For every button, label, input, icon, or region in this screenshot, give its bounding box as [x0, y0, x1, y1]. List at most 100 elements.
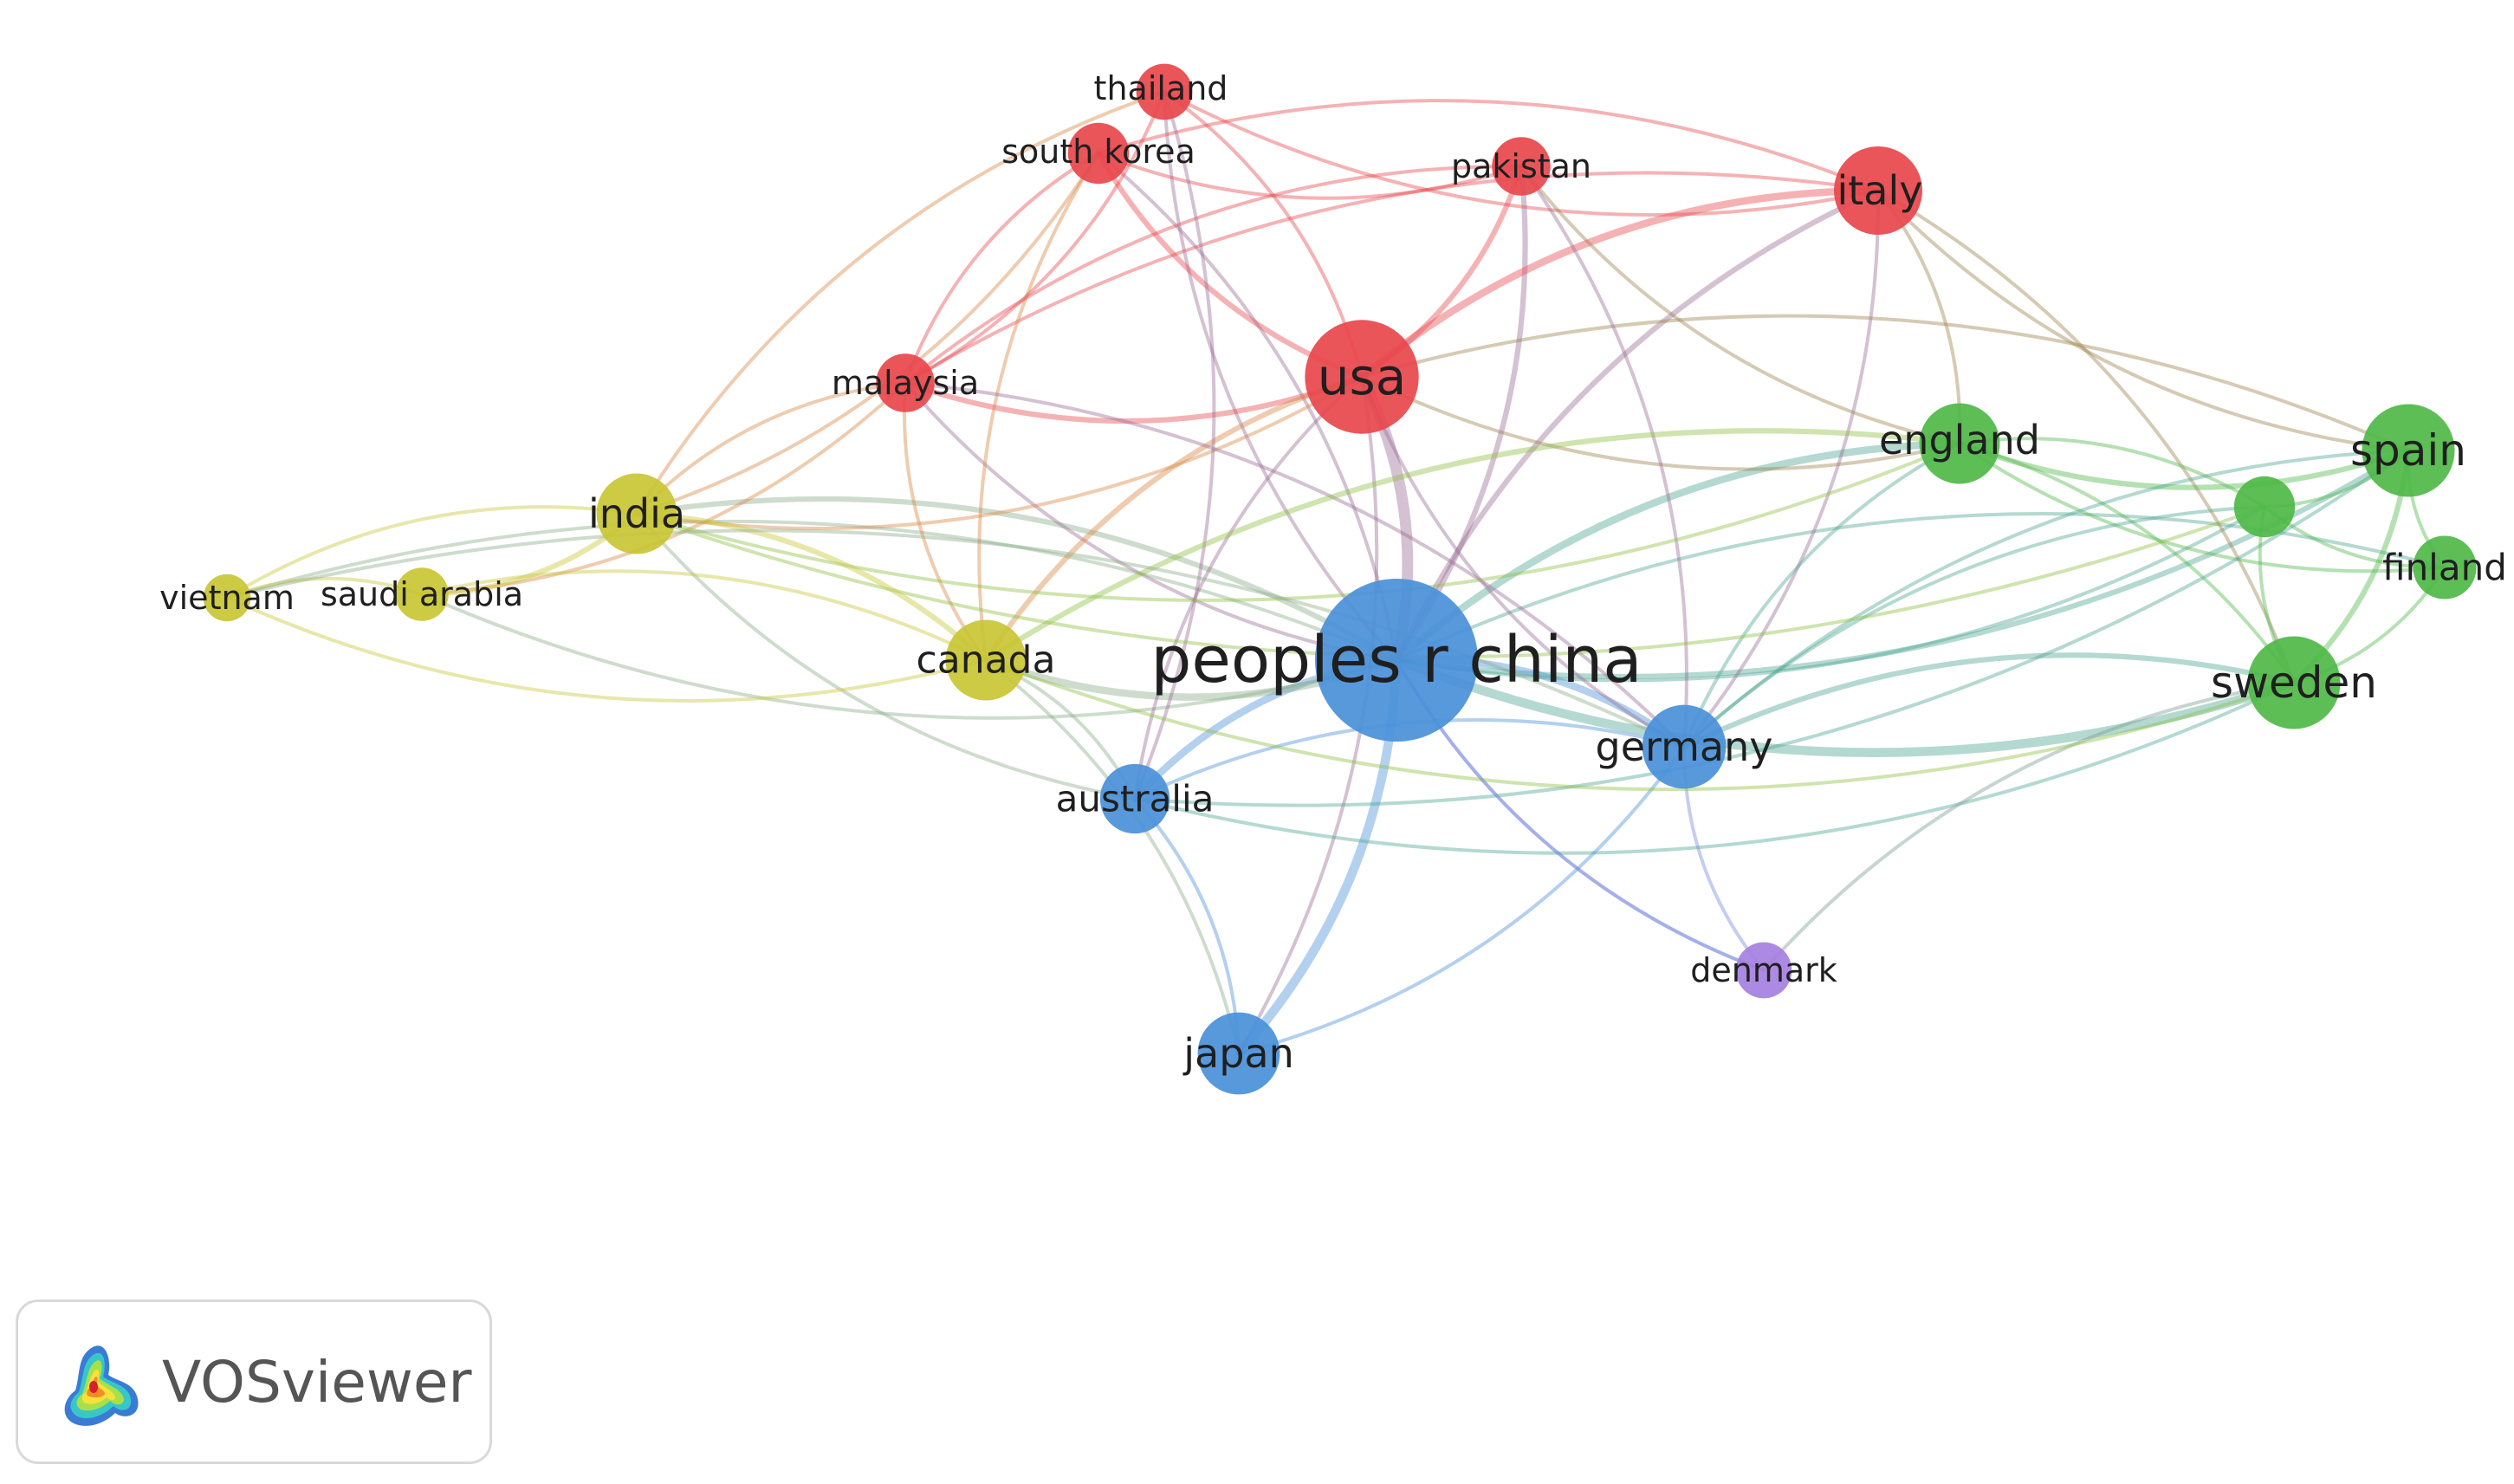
label-canada[interactable]: canada [917, 638, 1056, 683]
link-england-spain [1956, 440, 2412, 490]
node-malaysia[interactable] [876, 353, 935, 412]
link-malaysia-saudi_arabia [420, 381, 907, 596]
link-unlabeled_green-germany [1682, 505, 2266, 748]
link-england-canada [982, 428, 1963, 664]
label-malaysia[interactable]: malaysia [832, 364, 979, 402]
label-spain[interactable]: spain [2350, 425, 2466, 476]
label-england[interactable]: england [1879, 417, 2040, 463]
link-malaysia-india [635, 381, 907, 515]
node-peoples-r-china[interactable] [1315, 579, 1478, 742]
link-peoples_r_china-thailand [1163, 90, 1398, 662]
label-saudi-arabia[interactable]: saudi arabia [321, 575, 523, 613]
link-south_korea-malaysia [904, 152, 1100, 385]
label-peoples-r-china[interactable]: peoples r china [1150, 623, 1642, 697]
node-canada[interactable] [945, 619, 1027, 701]
link-south_korea-canada [977, 152, 1100, 662]
link-germany-japan [1237, 745, 1686, 1055]
link-usa-england [1360, 375, 1961, 471]
node-south-korea[interactable] [1067, 122, 1130, 185]
labels-layer: peoples r china usa italy thailand south kor… [159, 69, 2507, 1077]
link-peoples_r_china-finland [1395, 512, 2446, 662]
label-usa[interactable]: usa [1318, 347, 1407, 406]
link-usa-india [635, 375, 1364, 531]
nodes-layer [203, 63, 2477, 1095]
link-peoples_r_china-india [633, 496, 1400, 664]
link-india-canada [633, 510, 989, 664]
link-sweden-germany [1681, 652, 2297, 750]
label-australia[interactable]: australia [1056, 778, 1215, 820]
node-saudi-arabia[interactable] [395, 567, 449, 621]
node-germany[interactable] [1642, 704, 1727, 789]
link-vietnam-canada [225, 596, 988, 703]
label-finland[interactable]: finland [2382, 547, 2507, 589]
link-usa-italy [1357, 186, 1882, 381]
link-usa-canada [982, 373, 1365, 664]
link-england-india [635, 442, 1961, 602]
link-pakistan-germany [1519, 165, 1688, 748]
link-spain-germany [1682, 449, 2410, 748]
link-usa-australia [1133, 375, 1364, 800]
label-thailand[interactable]: thailand [1094, 69, 1228, 107]
link-thailand-australia [1133, 90, 1216, 800]
link-pakistan-england [1519, 165, 1961, 445]
label-pakistan[interactable]: pakistan [1451, 147, 1591, 185]
node-spain[interactable] [2362, 404, 2455, 497]
label-italy[interactable]: italy [1837, 167, 1922, 214]
node-pakistan[interactable] [1492, 137, 1551, 196]
link-peoples_r_china-malaysia [904, 381, 1398, 662]
link-italy-south_korea [1097, 99, 1880, 192]
label-india[interactable]: india [588, 490, 685, 537]
link-sweden-australia [1133, 681, 2296, 855]
link-saudi_arabia-canada [420, 569, 988, 662]
link-italy-sweden [1876, 189, 2296, 684]
node-england[interactable] [1919, 403, 2000, 484]
link-italy-spain [1876, 189, 2410, 452]
link-italy-germany [1682, 189, 1881, 748]
link-thailand-india [635, 90, 1166, 515]
label-denmark[interactable]: denmark [1690, 951, 1837, 989]
node-sweden[interactable] [2247, 636, 2341, 729]
node-italy[interactable] [1834, 146, 1922, 235]
label-vietnam[interactable]: vietnam [159, 579, 295, 617]
link-peoples_r_china-vietnam [225, 519, 1398, 662]
link-usa-spain [1360, 314, 2410, 452]
vosviewer-heatmap-logo-icon [64, 1345, 139, 1426]
link-peoples_r_china-italy [1393, 187, 1882, 664]
link-italy-thailand [1163, 90, 1880, 217]
vosviewer-badge: VOSviewer [16, 1299, 492, 1464]
link-india-vietnam [225, 505, 638, 599]
link-south_korea-india [635, 152, 1100, 515]
link-peoples_r_china-sweden [1391, 655, 2299, 757]
label-sweden[interactable]: sweden [2211, 658, 2377, 708]
link-england-germany [1682, 442, 1961, 748]
link-usa-germany [1360, 375, 1686, 748]
label-germany[interactable]: germany [1596, 723, 1773, 770]
node-unlabeled-green[interactable] [2233, 476, 2296, 538]
node-japan[interactable] [1197, 1012, 1280, 1095]
link-peoples_r_china-england [1392, 439, 1964, 664]
link-pakistan-malaysia [904, 164, 1523, 385]
link-peoples_r_china-south_korea [1097, 152, 1398, 662]
link-spain-australia [1133, 449, 2410, 807]
node-usa[interactable] [1305, 320, 1419, 434]
link-australia-india [635, 512, 1137, 800]
link-japan-canada [984, 658, 1241, 1055]
node-denmark[interactable] [1735, 942, 1792, 999]
node-india[interactable] [596, 473, 677, 554]
label-japan[interactable]: japan [1182, 1030, 1294, 1077]
link-usa-malaysia [902, 373, 1365, 424]
link-peoples_r_china-unlabeled_green [1395, 505, 2266, 683]
node-australia[interactable] [1099, 763, 1170, 834]
link-canada-sweden [984, 658, 2296, 792]
link-malaysia-germany [904, 381, 1686, 748]
link-peoples_r_china-saudi_arabia [420, 593, 1398, 720]
link-pakistan-south_korea [1097, 152, 1523, 200]
vosviewer-label: VOSviewer [162, 1348, 472, 1416]
node-vietnam[interactable] [203, 574, 251, 622]
node-thailand[interactable] [1136, 63, 1193, 120]
label-south-korea[interactable]: south korea [1001, 133, 1195, 171]
link-thailand-malaysia [904, 90, 1166, 385]
node-finland[interactable] [2413, 535, 2477, 599]
